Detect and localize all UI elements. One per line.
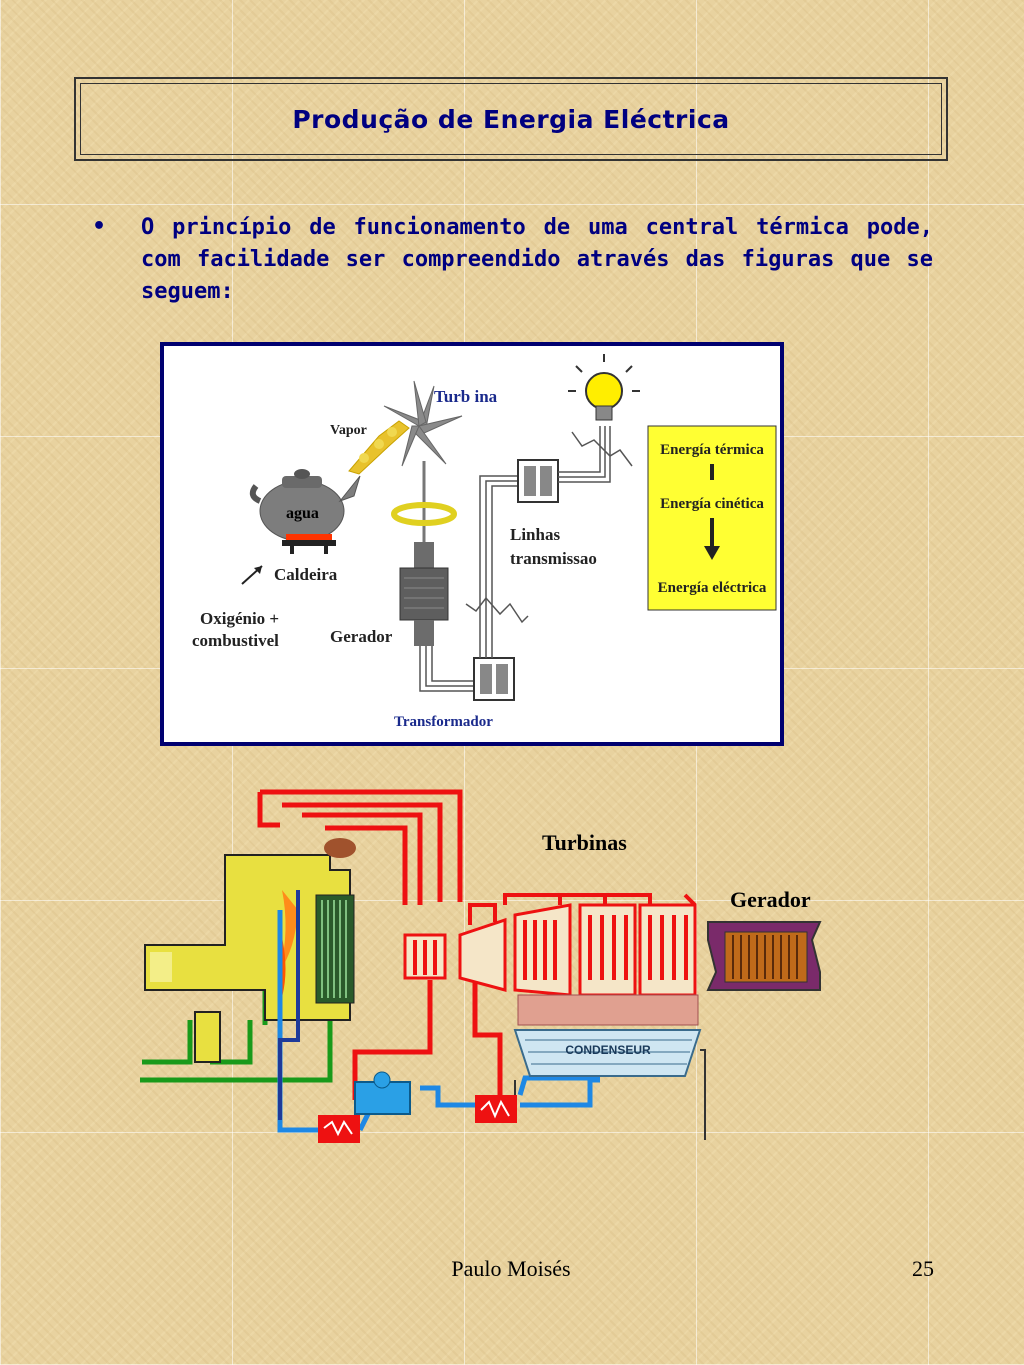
water-tank xyxy=(354,1071,411,1115)
energia-termica-label: Energía térmica xyxy=(660,442,764,458)
turbinas-label: Turbinas xyxy=(542,830,627,855)
red-steam-pipes xyxy=(257,789,503,1110)
intro-paragraph: O princípio de funcionamento de uma cent… xyxy=(141,215,933,304)
footer-author: Paulo Moisés xyxy=(451,1256,571,1281)
electric-generator xyxy=(706,921,822,991)
steam-jet xyxy=(348,420,410,475)
lamp-wires xyxy=(558,426,633,483)
caldeira-label: Caldeira xyxy=(274,565,338,584)
combustivel-label: combustivel xyxy=(192,631,279,650)
transmission-lines xyxy=(465,475,529,658)
turbine-steam-loops xyxy=(413,893,697,980)
energia-electrica-label: Energía eléctrica xyxy=(658,580,767,596)
generator-block xyxy=(399,542,449,646)
linhas-label: Linhas xyxy=(510,525,560,544)
turbine-pinwheel xyxy=(383,380,463,467)
condensador-label: CONDENSEUR xyxy=(565,1043,651,1057)
title-frame-inner: Produção de Energia Eléctrica xyxy=(80,83,942,155)
title-frame: Produção de Energia Eléctrica xyxy=(74,77,948,161)
generator-wires xyxy=(419,646,478,692)
transformador-label: Transformador xyxy=(394,714,493,730)
kettle xyxy=(249,469,361,554)
power-plant-schematic: CONDENSEUR xyxy=(130,780,860,1160)
gerador-label-2: Gerador xyxy=(730,887,811,912)
vapor-label: Vapor xyxy=(330,423,367,438)
pump-right xyxy=(475,1095,517,1123)
energy-conversion-box: Energía térmica Energía cinética Energía… xyxy=(647,425,777,611)
pump-left xyxy=(318,1115,360,1143)
caldeira-arrow xyxy=(241,565,263,585)
transmissao-label: transmissao xyxy=(510,549,597,568)
bullet-marker: • xyxy=(92,214,107,239)
boiler-heat-exchanger xyxy=(315,838,356,1004)
turbine-shaft-ring xyxy=(391,461,457,546)
slide-title: Produção de Energia Eléctrica xyxy=(292,104,730,134)
lower-transformer xyxy=(473,657,515,701)
schematic-svg: CONDENSEUR xyxy=(140,789,822,1143)
principle-diagram-svg: Turb ina Vapor agua Caldeira Ox xyxy=(192,354,777,730)
agua-label: agua xyxy=(286,505,319,522)
light-bulb-icon xyxy=(568,354,640,421)
gerador-label: Gerador xyxy=(330,627,393,646)
upper-transformer xyxy=(517,459,559,503)
oxigenio-label: Oxigénio + xyxy=(200,609,279,628)
turbina-label: Turb ina xyxy=(434,387,498,406)
condenser: CONDENSEUR xyxy=(513,994,706,1140)
thermal-plant-principle-diagram: Turb ina Vapor agua Caldeira Ox xyxy=(160,342,784,746)
footer-page-number: 25 xyxy=(912,1256,934,1281)
dark-blue-pipes xyxy=(278,890,300,1120)
energia-cinetica-label: Energía cinética xyxy=(660,496,764,512)
